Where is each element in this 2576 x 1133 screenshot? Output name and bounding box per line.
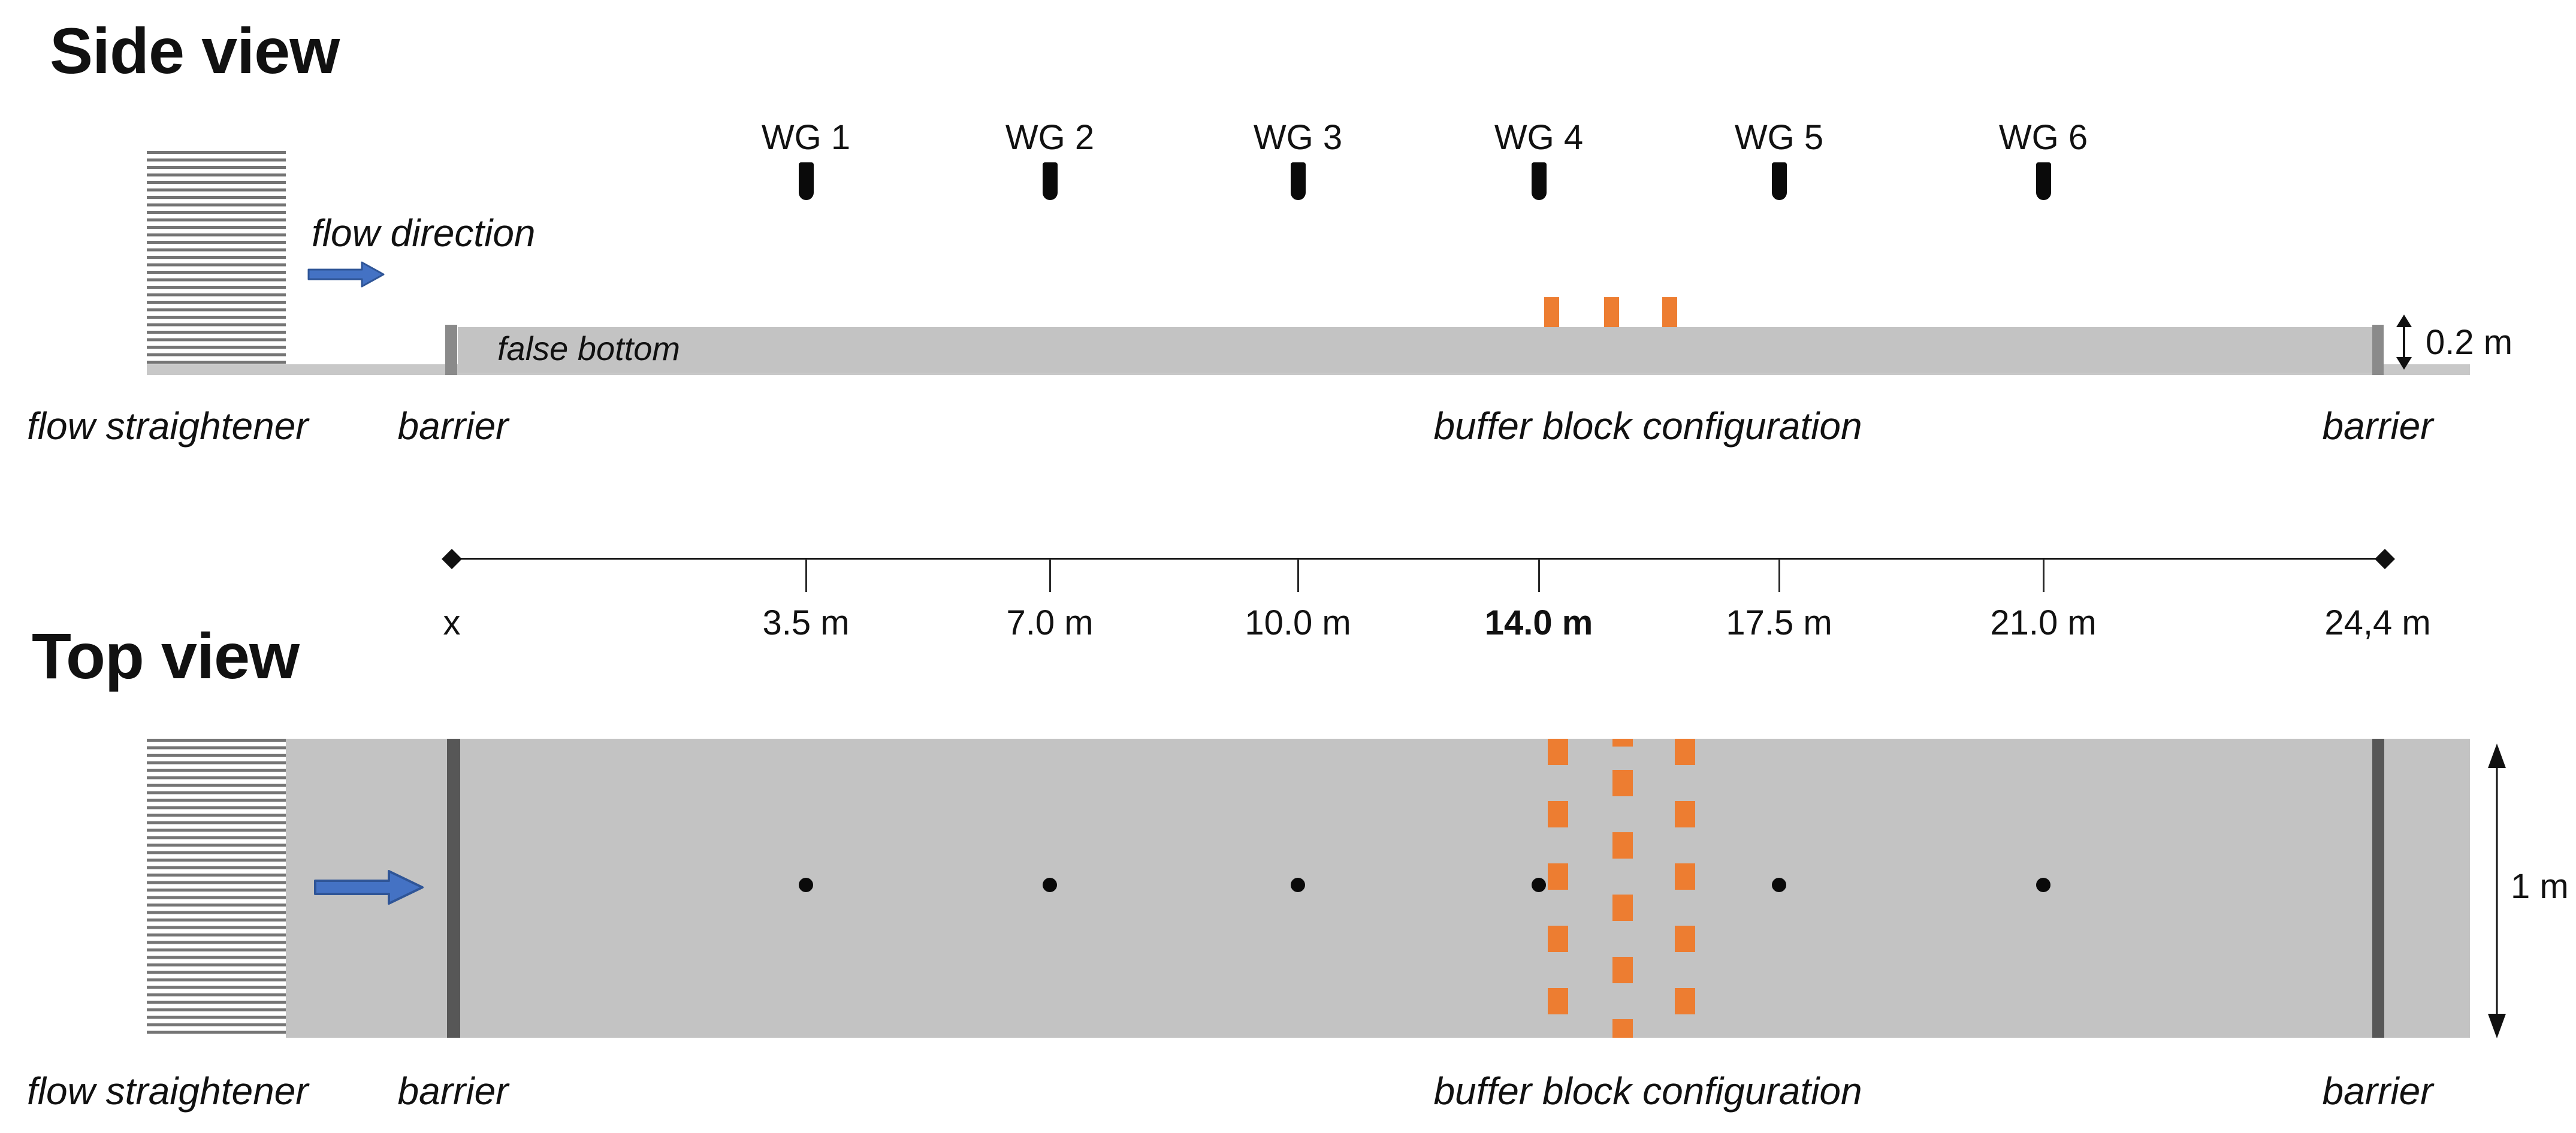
wave-gauge-label: WG 4: [1494, 118, 1584, 157]
ruler-tick-label: 17.5 m: [1726, 603, 1832, 642]
ruler-tick-label: 14.0 m: [1484, 603, 1593, 642]
buffer-block: [1662, 297, 1677, 327]
ruler-end-diamond-icon: [2375, 549, 2395, 569]
ruler-end-label: 24,4 m: [2324, 603, 2431, 642]
ruler-tick-label: 7.0 m: [1006, 603, 1094, 642]
wave-gauge-dot: [1043, 878, 1057, 892]
wave-gauge-label: WG 2: [1005, 118, 1095, 157]
wave-gauge: WG 5: [1719, 117, 1839, 200]
buffer-block-column: [1548, 739, 1568, 1038]
caption-label: barrier: [2322, 1069, 2433, 1113]
wave-gauge: WG 4: [1479, 117, 1599, 200]
wave-gauge-probe-icon: [1771, 162, 1787, 200]
wave-gauge: WG 2: [990, 117, 1110, 200]
wave-gauge-dot: [1772, 878, 1786, 892]
wave-gauge: WG 6: [1983, 117, 2103, 200]
wave-gauge-probe-icon: [1042, 162, 1058, 200]
ruler-tick: [1538, 559, 1540, 592]
flow-direction-label: flow direction: [312, 212, 536, 255]
ruler-tick: [1297, 559, 1299, 592]
top-barrier-left: [447, 739, 460, 1038]
ruler-tick: [2043, 559, 2045, 592]
top-view-title: Top view: [32, 620, 300, 692]
caption-label: barrier: [397, 1069, 509, 1113]
buffer-block: [1604, 297, 1619, 327]
side-view-title: Side view: [50, 14, 340, 87]
wave-gauge-probe-icon: [1531, 162, 1547, 200]
height-dimension-label: 0.2 m: [2426, 323, 2513, 362]
wave-gauge-probe-icon: [1290, 162, 1306, 200]
ruler-origin-label: x: [443, 603, 461, 642]
wave-gauge-probe-icon: [798, 162, 814, 200]
ruler-tick: [1049, 559, 1051, 592]
wave-gauge-probe-icon: [2036, 162, 2051, 200]
ruler-tick-label: 3.5 m: [762, 603, 850, 642]
false-bottom: false bottom: [458, 327, 2372, 373]
buffer-block: [1544, 297, 1559, 327]
ruler-tick: [805, 559, 807, 592]
top-flow-straightener: [147, 739, 286, 1038]
side-barrier-left: [445, 325, 457, 375]
wave-gauge-label: WG 3: [1253, 118, 1343, 157]
caption-label: flow straightener: [27, 1069, 309, 1113]
wave-gauge: WG 3: [1238, 117, 1358, 200]
caption-label: barrier: [2322, 404, 2433, 448]
top-barrier-right: [2372, 739, 2384, 1038]
wave-gauge: WG 1: [746, 117, 866, 200]
top-flow-arrow-icon: [313, 867, 425, 908]
caption-label: buffer block configuration: [1433, 404, 1862, 448]
caption-label: barrier: [397, 404, 509, 448]
ruler-tick: [1778, 559, 1780, 592]
wave-gauge-dot: [1532, 878, 1546, 892]
side-flow-straightener: [147, 151, 286, 365]
false-bottom-label: false bottom: [497, 329, 681, 367]
wave-gauge-label: WG 6: [1998, 118, 2088, 157]
width-dimension-arrow-icon: [2486, 743, 2508, 1039]
ruler-line: [452, 558, 2385, 560]
flow-direction-arrow-icon: [307, 260, 386, 289]
top-view-flume: [147, 739, 2470, 1038]
buffer-block-column: [1612, 739, 1633, 1038]
wave-gauge-label: WG 5: [1734, 118, 1824, 157]
caption-label: flow straightener: [27, 404, 309, 448]
height-dimension-arrow-icon: [2393, 314, 2415, 370]
wave-gauge-dot: [799, 878, 813, 892]
side-barrier-right: [2372, 325, 2384, 375]
ruler-tick-label: 21.0 m: [1990, 603, 2097, 642]
wave-gauge-dot: [2036, 878, 2050, 892]
width-dimension-label: 1 m: [2511, 867, 2569, 906]
wave-gauge-dot: [1291, 878, 1305, 892]
wave-gauge-label: WG 1: [761, 118, 851, 157]
buffer-block-column: [1675, 739, 1695, 1038]
ruler-tick-label: 10.0 m: [1245, 603, 1351, 642]
ruler-start-diamond-icon: [442, 549, 462, 569]
caption-label: buffer block configuration: [1433, 1069, 1862, 1113]
